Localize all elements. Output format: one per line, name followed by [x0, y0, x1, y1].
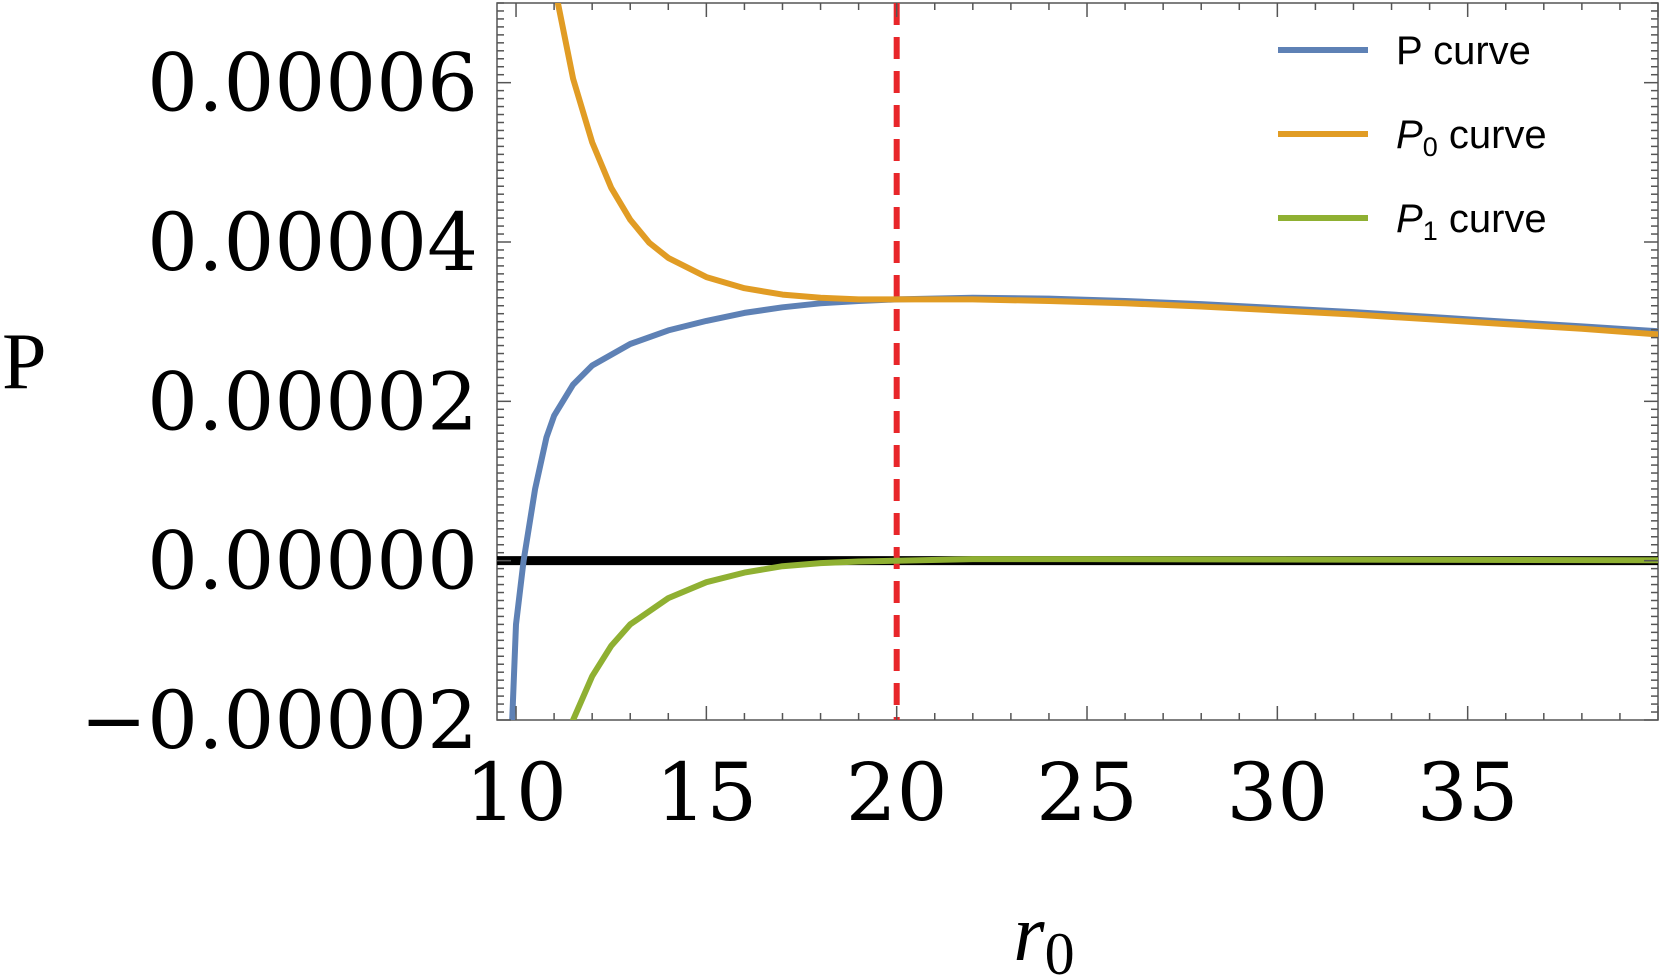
x-tick-label: 30 — [1226, 746, 1328, 839]
legend-label-sub: 0 — [1423, 132, 1438, 162]
y-axis: −0.00002 0.00000 0.00002 0.00004 0.00006 — [80, 2, 1658, 767]
y-tick-label: 0.00002 — [147, 355, 478, 448]
series-line-1 — [509, 294, 1658, 720]
legend-label-rest: curve — [1438, 197, 1547, 241]
series-line-2 — [554, 3, 1658, 338]
plot-area — [496, 2, 1659, 721]
x-axis-title-main: r — [1013, 890, 1045, 977]
plot-frame — [496, 2, 1659, 721]
x-tick-label: 20 — [846, 746, 948, 839]
x-tick-label: 10 — [465, 746, 567, 839]
x-tick-label: 35 — [1417, 746, 1519, 839]
legend-label: P curve — [1396, 29, 1531, 73]
y-tick-label: 0.00006 — [147, 37, 478, 130]
series-line-3 — [570, 556, 1658, 720]
data-layer — [497, 3, 1658, 720]
y-tick-label: 0.00000 — [147, 515, 478, 608]
legend-label: P1 curve — [1396, 197, 1547, 246]
y-axis-title: P — [2, 318, 47, 406]
x-tick-label: 25 — [1036, 746, 1138, 839]
legend-label-main: P — [1396, 197, 1423, 241]
y-tick-label: 0.00004 — [147, 196, 478, 289]
legend-label-main: P — [1396, 113, 1423, 157]
legend-label-main: P — [1396, 29, 1422, 73]
x-axis-title: r0 — [1013, 890, 1074, 977]
x-axis-title-sub: 0 — [1045, 921, 1075, 977]
legend-label-rest: curve — [1422, 29, 1531, 73]
y-tick-label: −0.00002 — [80, 674, 478, 767]
legend-label-sub: 1 — [1423, 216, 1438, 246]
legend-label: P0 curve — [1396, 113, 1547, 162]
legend-label-rest: curve — [1438, 113, 1547, 157]
x-tick-label: 15 — [655, 746, 757, 839]
